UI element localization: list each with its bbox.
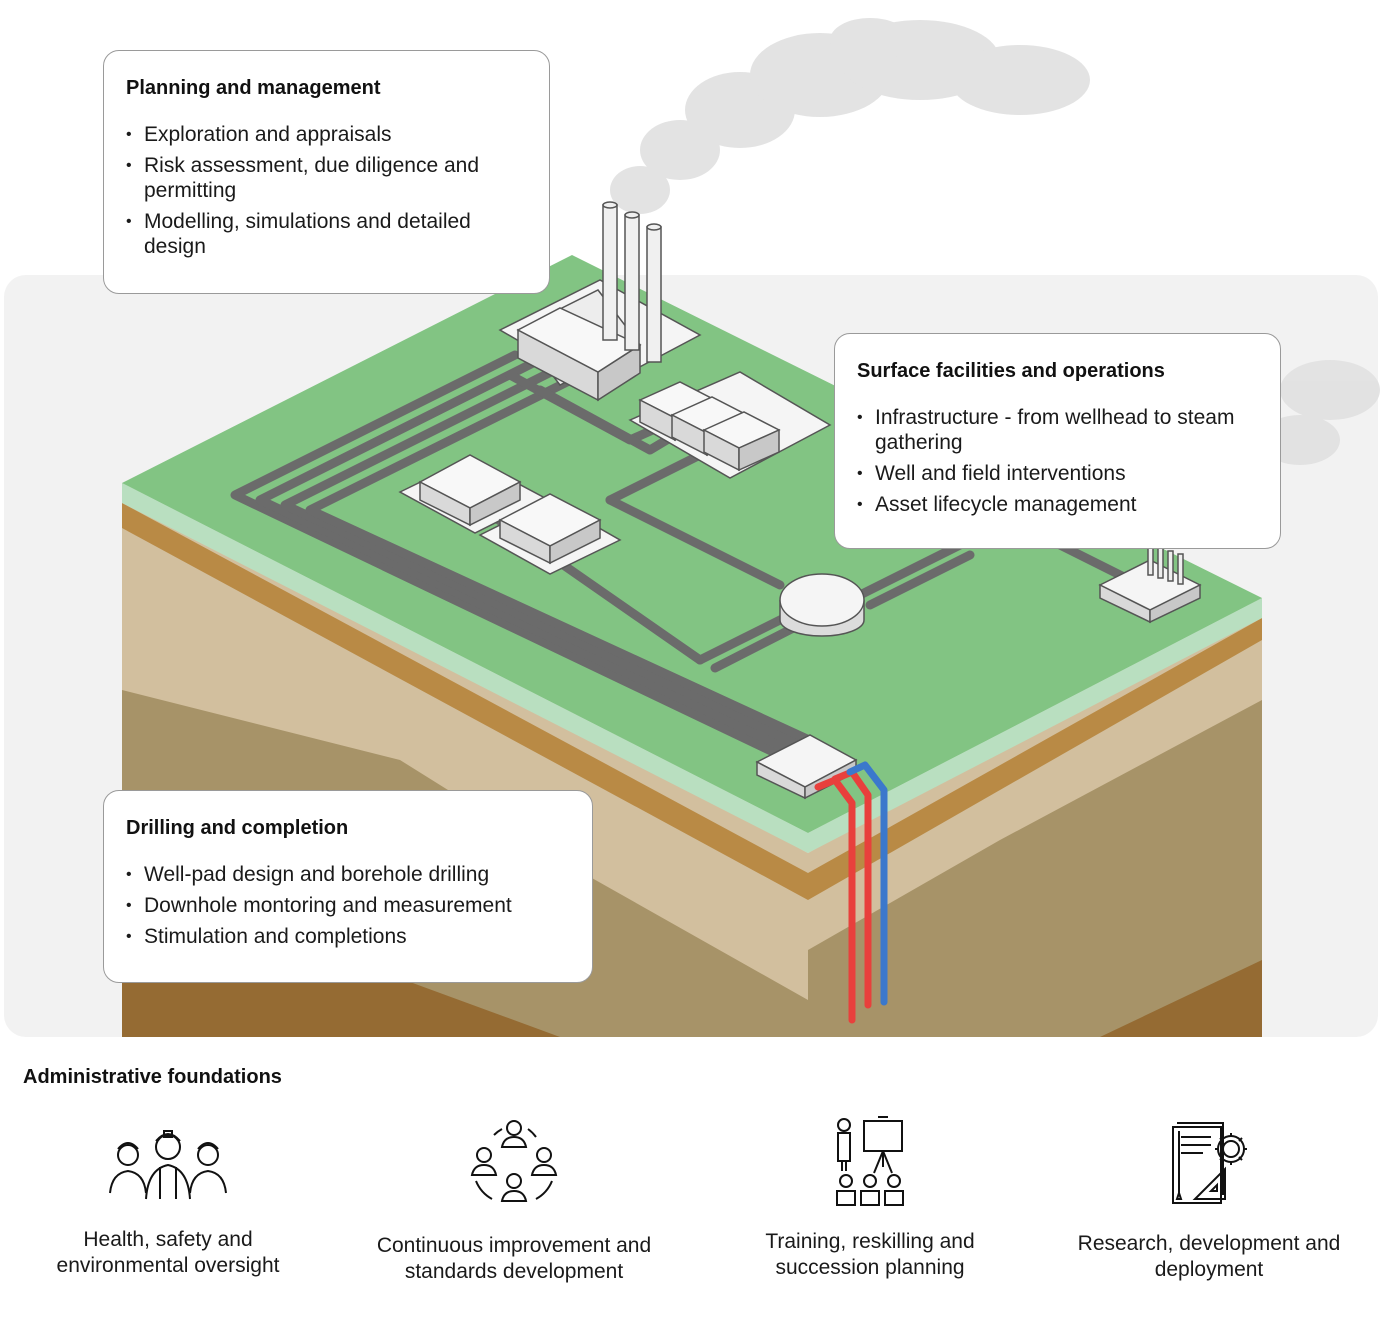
card-list: Well-pad design and borehole drilling Do…	[126, 862, 570, 949]
separator-units	[628, 371, 832, 479]
list-item: Risk assessment, due diligence and permi…	[126, 153, 527, 203]
admin-foundations-title: Administrative foundations	[23, 1066, 282, 1088]
card-title: Planning and management	[126, 77, 381, 99]
list-item: Downhole montoring and measurement	[126, 893, 570, 918]
list-item: Asset lifecycle management	[857, 492, 1258, 517]
team-circle-icon	[470, 1120, 558, 1202]
foundation-label: Continuous improvement and standards dev…	[376, 1234, 652, 1283]
cold-pipe	[846, 761, 888, 1006]
card-title: Drilling and completion	[126, 817, 349, 839]
list-item: Well and field interventions	[857, 461, 1258, 486]
foundation-continuous-improvement: Continuous improvement and standards dev…	[364, 1115, 664, 1285]
planning-management-card: Planning and management Exploration and …	[103, 50, 550, 294]
chimneys	[602, 201, 662, 363]
collection-tank	[779, 573, 865, 637]
card-title: Surface facilities and operations	[857, 360, 1165, 382]
research-tools-icon	[1172, 1122, 1247, 1204]
foundation-label: Research, development and deployment	[1077, 1232, 1341, 1281]
foundation-label: Training, reskilling and succession plan…	[765, 1230, 975, 1279]
drilling-completion-card: Drilling and completion Well-pad design …	[103, 790, 593, 983]
card-list: Infrastructure - from wellhead to steam …	[857, 405, 1258, 517]
smoke-plume	[610, 18, 1380, 465]
workers-icon	[109, 1130, 227, 1200]
foundation-label: Health, safety and environmental oversig…	[56, 1228, 280, 1277]
foundation-training: Training, reskilling and succession plan…	[720, 1115, 1020, 1281]
list-item: Modelling, simulations and detailed desi…	[126, 209, 527, 259]
buildings	[398, 454, 622, 575]
wellhead-right	[1098, 544, 1202, 624]
surface-facilities-card: Surface facilities and operations Infras…	[834, 333, 1281, 549]
card-list: Exploration and appraisals Risk assessme…	[126, 122, 527, 259]
hot-pipes	[814, 768, 872, 1024]
list-item: Stimulation and completions	[126, 924, 570, 949]
list-item: Infrastructure - from wellhead to steam …	[857, 405, 1258, 455]
pipe-network	[230, 350, 1135, 765]
foundation-research: Research, development and deployment	[1059, 1115, 1359, 1283]
foundation-health-safety: Health, safety and environmental oversig…	[18, 1115, 318, 1279]
list-item: Exploration and appraisals	[126, 122, 527, 147]
training-presentation-icon	[836, 1116, 904, 1206]
list-item: Well-pad design and borehole drilling	[126, 862, 570, 887]
